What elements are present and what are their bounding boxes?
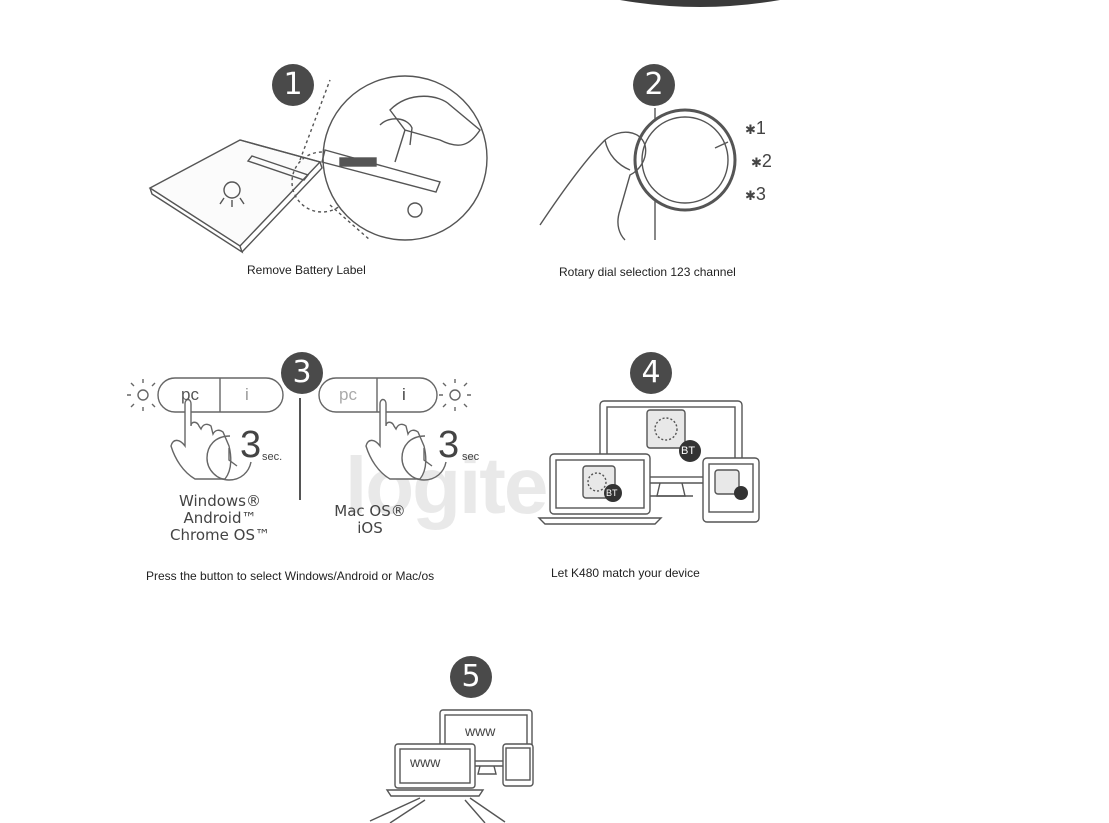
right-hold-seconds: 3 xyxy=(438,424,459,467)
step-3-caption: Press the button to select Windows/Andro… xyxy=(146,569,434,583)
os-ios: iOS xyxy=(330,520,410,537)
bluetooth-icon: ✱ xyxy=(745,188,756,203)
channel-1: ✱1 xyxy=(745,118,766,139)
channel-3: ✱3 xyxy=(745,184,766,205)
bt-badge-monitor: BT xyxy=(681,445,695,457)
channel-2-label: 2 xyxy=(762,151,772,171)
right-os-list: Mac OS® iOS xyxy=(330,503,410,537)
channel-2: ✱2 xyxy=(751,151,772,172)
os-chrome: Chrome OS™ xyxy=(160,527,280,544)
www-label-laptop: www xyxy=(410,754,440,770)
left-os-list: Windows® Android™ Chrome OS™ xyxy=(160,493,280,544)
left-pc-key: pc xyxy=(181,385,199,405)
step-4-caption: Let K480 match your device xyxy=(551,566,700,580)
devices-illustration xyxy=(535,396,775,531)
os-toggle-left xyxy=(125,374,300,484)
os-android: Android™ xyxy=(160,510,280,527)
left-hold-unit: sec. xyxy=(262,451,282,463)
right-hold-unit: sec xyxy=(462,451,479,463)
top-cropped-shape xyxy=(600,0,800,14)
left-hold-seconds: 3 xyxy=(240,424,261,467)
step-4-badge: 4 xyxy=(630,352,672,394)
left-i-key: i xyxy=(245,385,249,405)
channel-1-label: 1 xyxy=(756,118,766,138)
bluetooth-icon: ✱ xyxy=(751,155,762,170)
step-1-caption: Remove Battery Label xyxy=(247,263,366,277)
bt-badge-laptop: BT xyxy=(606,488,618,498)
right-pc-key: pc xyxy=(339,385,357,405)
bluetooth-icon: ✱ xyxy=(745,122,756,137)
battery-label-illustration xyxy=(140,70,500,260)
www-label-monitor: www xyxy=(465,723,495,739)
step-2-caption: Rotary dial selection 123 channel xyxy=(559,265,736,279)
channel-3-label: 3 xyxy=(756,184,766,204)
os-macos: Mac OS® xyxy=(330,503,410,520)
os-windows: Windows® xyxy=(160,493,280,510)
step-5-badge: 5 xyxy=(450,656,492,698)
right-i-key: i xyxy=(402,385,406,405)
